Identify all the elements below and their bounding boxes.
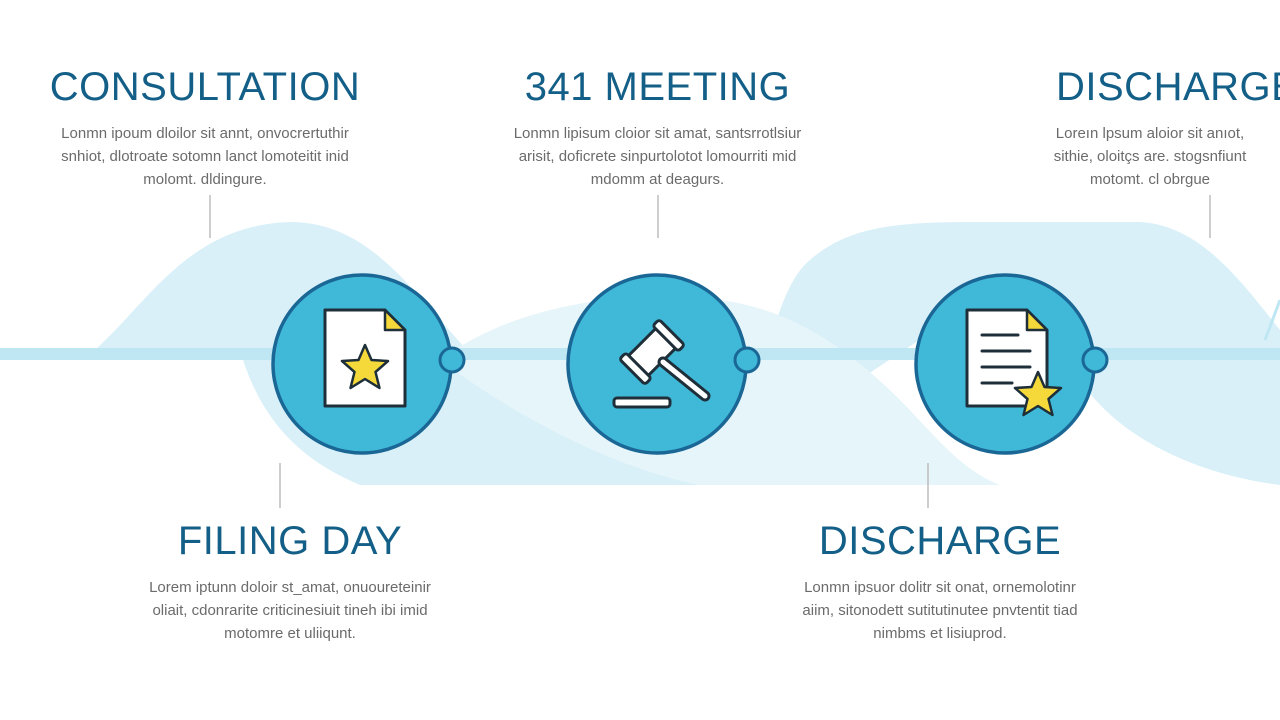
step-description: Lorem iptunn doloir st_amat, onuouretein…	[149, 579, 431, 642]
wave-band-right	[700, 222, 1280, 485]
step-filing-day: FILING DAY Lorem iptunn doloir st_amat, …	[100, 518, 480, 645]
node-filing	[271, 273, 466, 455]
step-discharge-bottom: DISCHARGE Lonmn ipsuor dolitr sit onat, …	[750, 518, 1130, 645]
node-dot	[733, 346, 761, 374]
node-discharge	[914, 273, 1109, 455]
step-description: Lonmn ipoum dloilor sit annt, onvocrertu…	[61, 125, 349, 188]
step-description: Lonmn ipsuor dolitr sit onat, ornemoloti…	[802, 579, 1078, 642]
step-title: DISCHARGE	[818, 519, 1062, 563]
node-dot	[1081, 346, 1109, 374]
step-title: 341 MEETING	[524, 65, 791, 109]
document-certificate-icon	[965, 308, 1063, 417]
document-star-icon	[323, 308, 407, 408]
step-title: FILING DAY	[177, 519, 403, 563]
edge-accent	[1263, 299, 1280, 341]
step-title: DISCHARGE	[1056, 65, 1280, 109]
node-meeting	[566, 273, 761, 455]
gavel-icon	[612, 319, 711, 409]
step-consultation: CONSULTATION Lonmn ipoum dloilor sit ann…	[20, 64, 390, 191]
step-discharge-top: DISCHARGE Loreın lpsum aloior sit anıot,…	[1030, 64, 1280, 191]
step-341-meeting: 341 MEETING Lonmn lipisum cloior sit ama…	[470, 64, 845, 191]
step-description: Lonmn lipisum cloior sit amat, santsrrot…	[513, 125, 802, 188]
step-title: CONSULTATION	[49, 65, 361, 109]
step-description: Loreın lpsum aloior sit anıot, sithie, o…	[1053, 125, 1247, 188]
node-dot	[438, 346, 466, 374]
